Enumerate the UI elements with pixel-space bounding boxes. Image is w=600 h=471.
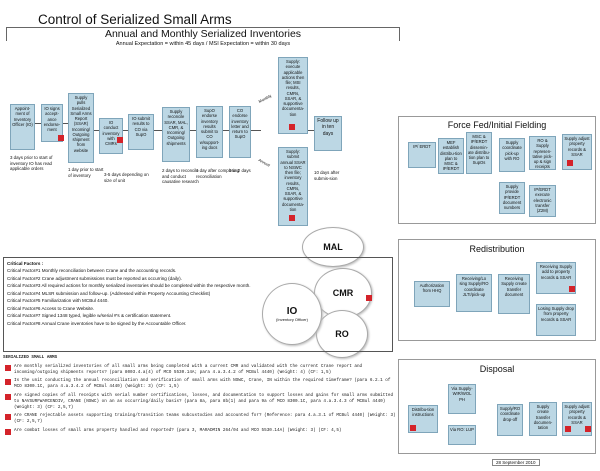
rd-step-authorization: Authorization from HHQ bbox=[414, 281, 450, 307]
serialized-item: Are CRANE rejectable assets supporting t… bbox=[3, 413, 398, 425]
critical-badge bbox=[410, 425, 416, 431]
step-appoint-io: Appoint-ment of Inventory Officer (IO) bbox=[10, 104, 35, 150]
step-co-endorse-note: 1 or 2 days bbox=[229, 168, 251, 173]
critical-factor-2: Critical Factor#2 Crane adjustment submi… bbox=[7, 275, 182, 281]
critical-factor-7: Critical Factor#7 Signed 1348 typed, leg… bbox=[7, 313, 172, 319]
critical-factors-box: Critical Factors : Critical Factor#1 Mon… bbox=[3, 257, 393, 352]
critical-factor-3: Critical Factor#3 All required actions f… bbox=[7, 283, 251, 289]
flow-arrow bbox=[223, 130, 229, 131]
serialized-item-text: Is the unit conducting the annual reconc… bbox=[14, 378, 391, 390]
critical-badge bbox=[5, 393, 11, 400]
critical-badge bbox=[569, 286, 575, 292]
step-io-conduct-inventory: IO conduct inventory with CMRs bbox=[99, 118, 123, 154]
flow-arrow bbox=[251, 130, 261, 131]
step-supply-pulls-ssar: Supply pulls Serialized Small Arms Repor… bbox=[68, 93, 94, 163]
critical-badge bbox=[117, 137, 123, 143]
ro-circle: RO bbox=[316, 310, 368, 358]
io-sublabel: (Inventory Officer) bbox=[276, 317, 308, 322]
rd-step-transfer-doc: Receiving Supply create transfer documen… bbox=[498, 274, 530, 314]
critical-badge bbox=[5, 428, 11, 435]
force-fed-title: Force Fed/Initial Fielding bbox=[447, 120, 547, 130]
ro-label: RO bbox=[335, 329, 349, 339]
flow-arrow bbox=[308, 130, 314, 131]
step-io-signs: IO signs accept-ance endorse-ment bbox=[41, 104, 63, 142]
ff-step-ip-erdt: IP/ ERDT bbox=[408, 142, 436, 168]
rd-step-coordinate-pickup: Receiving/Lo sing Supply/RO coordinate J… bbox=[456, 274, 492, 312]
serialized-item: Is the unit conducting the annual reconc… bbox=[3, 378, 398, 390]
serialized-item-text: Are combat losses of small arms property… bbox=[14, 427, 342, 433]
flow-arrow bbox=[123, 130, 128, 131]
dp-step-instructions: Distribu-tion instructions bbox=[408, 405, 438, 433]
critical-badge bbox=[58, 135, 64, 141]
ff-step-electronic-transfer: IP/ERDT execute electronic transfer (Z2M… bbox=[529, 185, 556, 217]
critical-factor-4: Critical Factor#4 MLSR submission and fo… bbox=[7, 290, 211, 296]
serialized-item: Are combat losses of small arms property… bbox=[3, 427, 398, 435]
disposal-title: Disposal bbox=[479, 364, 515, 374]
annual-branch-label: Annual bbox=[257, 157, 271, 168]
critical-badge bbox=[567, 160, 573, 166]
step-follow-up: Follow up in ten days bbox=[314, 116, 342, 151]
step-io-conduct-note: 3-5 days depending on size of unit bbox=[104, 172, 149, 183]
step-supply-reconcile: Supply reconcile SSAR, MAL, CMR, & Incom… bbox=[162, 107, 190, 162]
monthly-supply-box: Supply: execute applicable actions then … bbox=[278, 57, 308, 134]
annual-supply-box: Supply: submit annual SSAR to NSWC then … bbox=[278, 147, 308, 226]
ff-step-ro-pickup: RO & Supply represen-tative pick-up & si… bbox=[529, 136, 556, 170]
dp-step-supply-wir: Via Supply-WIR/WOL PH bbox=[448, 384, 476, 414]
ff-step-msc-disseminate: MSC & IP/ERDT dissemin-ate distribu-tion… bbox=[466, 132, 492, 174]
critical-factor-1: Critical Factor#1 Monthly reconciliation… bbox=[7, 268, 177, 274]
mal-circle: MAL bbox=[302, 227, 364, 267]
serialized-item: Are monthly serialized inventories of al… bbox=[3, 364, 398, 376]
serialized-item-text: Are CRANE rejectable assets supporting t… bbox=[14, 413, 396, 425]
dp-step-transfer-doc: Supply create transfer documen-tation bbox=[529, 402, 557, 436]
critical-factor-6: Critical Factor#6 Access to Crane Websit… bbox=[7, 305, 95, 311]
step-supo-endorse: SupO endorse inventory results submit to… bbox=[196, 106, 223, 158]
document-date: 28 September 2010 bbox=[492, 459, 540, 466]
annual-expectation-text: Annual Expectation = within 45 days / MS… bbox=[115, 41, 291, 47]
critical-badge bbox=[5, 364, 11, 371]
critical-factors-heading: Critical Factors : bbox=[7, 261, 44, 266]
page-title: Control of Serialized Small Arms bbox=[38, 12, 232, 27]
step-supply-pulls-note: 1 day prior to start of inventory bbox=[68, 167, 104, 178]
step-supo-endorse-note: 1 day after completing reconciliation bbox=[196, 168, 240, 179]
step-appoint-io-note: 3 days prior to start of inventory IO ha… bbox=[10, 155, 53, 172]
step-co-endorse: CO endorse inventory letter and return t… bbox=[229, 106, 251, 158]
step-supply-reconcile-note: 2 days to reconcile and conduct causativ… bbox=[162, 168, 199, 185]
serialized-item: Are signed copies of all receipts with s… bbox=[3, 393, 398, 410]
monthly-branch-label: Monthly bbox=[257, 93, 273, 104]
critical-badge bbox=[5, 379, 11, 386]
serialized-heading: SERIALIZED SMALL ARMS bbox=[3, 355, 58, 360]
step-io-submit-results: IO submit results to CO via SupO bbox=[128, 114, 154, 150]
serialized-small-arms-section: SERIALIZED SMALL ARMS Are monthly serial… bbox=[3, 355, 398, 437]
critical-badge bbox=[5, 414, 11, 421]
rd-step-losing-drop: Losing Supply drop from property records… bbox=[536, 304, 576, 336]
io-circle: IO (Inventory Officer) bbox=[262, 283, 322, 345]
force-fed-panel bbox=[398, 116, 596, 224]
serialized-item-text: Are signed copies of all receipts with s… bbox=[14, 392, 394, 410]
mal-label: MAL bbox=[323, 242, 343, 252]
flow-arrow bbox=[63, 123, 68, 124]
flow-arrow bbox=[94, 130, 99, 131]
ff-step-mef-plan: MEF establish distribu-tion plan to MSC … bbox=[438, 138, 464, 174]
serialized-item-text: Are monthly serialized inventories of al… bbox=[14, 363, 363, 375]
ff-step-provide-docnums: Supply provide IP/ERDT document numbers bbox=[499, 182, 525, 214]
flow-arrow bbox=[190, 130, 196, 131]
critical-badge bbox=[565, 426, 571, 432]
dp-step-ro-lup: Via RO: LUP bbox=[448, 425, 476, 445]
critical-factor-5: Critical Factor#5 Familiarization with M… bbox=[7, 298, 109, 304]
dp-step-coordinate-dropoff: Supply/RO coordinate drop-off bbox=[497, 404, 523, 436]
flow-arrow bbox=[154, 130, 162, 131]
critical-badge bbox=[585, 426, 591, 432]
redistribution-title: Redistribution bbox=[469, 244, 525, 254]
critical-badge bbox=[289, 215, 295, 221]
ff-step-coordinate-pickup: Supply coordinate pick-up with RO bbox=[499, 138, 525, 172]
cmr-label: CMR bbox=[332, 288, 354, 298]
critical-factor-8: Critical Factor#8 Annual Crane inventori… bbox=[7, 320, 187, 326]
critical-badge bbox=[289, 124, 295, 130]
flow-arrow bbox=[35, 123, 41, 124]
io-label: IO bbox=[286, 306, 298, 317]
critical-badge bbox=[366, 295, 372, 301]
step-follow-up-note: 10 days after submis-sion bbox=[314, 170, 340, 181]
annual-monthly-header: Annual and Monthly Serialized Inventorie… bbox=[6, 27, 400, 41]
